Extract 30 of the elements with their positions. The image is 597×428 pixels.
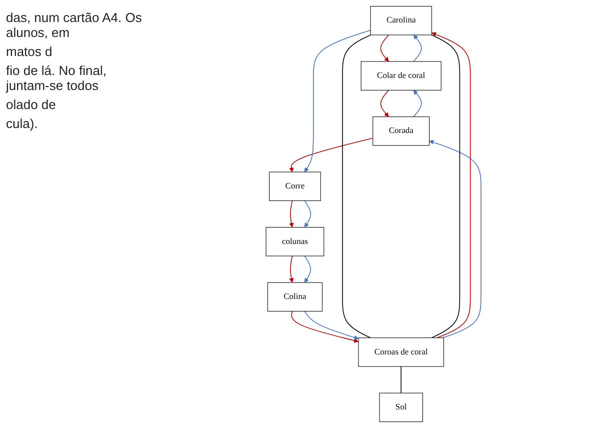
node-box: Colar de coral — [360, 61, 442, 90]
arrow — [289, 138, 374, 172]
arrow — [304, 310, 359, 340]
arrow — [304, 200, 312, 228]
node-box: Sol — [379, 392, 423, 422]
connector — [431, 34, 460, 338]
text-fragment: matos d — [6, 44, 54, 59]
arrow — [304, 256, 312, 283]
connector — [400, 366, 402, 394]
text-fragment: das, num cartão A4. Os alunos, em — [6, 10, 143, 40]
connector — [342, 34, 372, 338]
arrow — [380, 90, 390, 117]
arrow — [304, 30, 371, 172]
text-fragment: olado de — [6, 97, 57, 112]
node-box: Colina — [267, 282, 322, 312]
arrow — [289, 256, 294, 283]
text-fragment: fio de lá. No final, juntam-se todos — [6, 63, 108, 93]
node-box: Coroas de coral — [358, 338, 444, 367]
arrow — [291, 310, 359, 343]
node-box: Corre — [269, 172, 321, 201]
arrow — [413, 34, 422, 62]
node-box: Corada — [372, 116, 430, 146]
node-box: Carolina — [370, 6, 432, 36]
arrow — [431, 32, 471, 338]
arrow — [413, 90, 422, 118]
arrow — [380, 34, 390, 62]
node-box: colunas — [266, 227, 324, 256]
arrow — [429, 140, 482, 338]
arrow — [289, 200, 294, 228]
text-fragment: cula). — [6, 116, 39, 131]
